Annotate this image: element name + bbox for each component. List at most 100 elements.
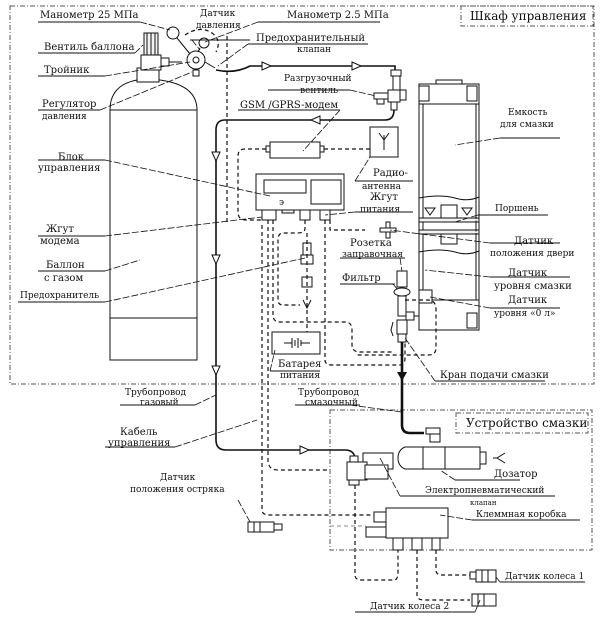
connector-icon (302, 299, 312, 310)
label-filter: Фильтр (342, 273, 381, 284)
lubrication-device-title-box (455, 412, 589, 434)
svg-text:э: э (279, 198, 284, 208)
label-regulator: давления (42, 112, 87, 122)
wheel-sensor-1 (469, 569, 497, 583)
wheel-sensor-2 (471, 593, 497, 607)
modem-cable (237, 148, 266, 221)
battery-icon (284, 338, 310, 348)
label-relief-valve: вентиль (300, 86, 338, 96)
lubrication-device-title: Устройство смазки (466, 416, 587, 430)
control-cable (261, 225, 374, 516)
control-unit: э (255, 173, 345, 221)
label-lube-level-sensor: уровня смазки (494, 281, 572, 292)
gas-pipe-return (215, 109, 395, 461)
label-control-unit: управления (38, 163, 100, 174)
label-switch-point-sensor: положения остряка (130, 485, 225, 495)
label-zero-level-sensor: Датчик (508, 295, 548, 306)
switch-point-sensor (247, 521, 283, 533)
label-ep-valve: клапан (470, 499, 497, 507)
label-wheel-sensor-1: Датчик колеса 1 (505, 572, 584, 582)
label-relief-valve: Разгрузочный (284, 74, 352, 84)
control-cabinet-frame (9, 5, 595, 385)
lube-flow-arrow (397, 372, 407, 381)
control-cabinet-title: Шкаф управления (470, 9, 587, 23)
label-zero-level-sensor: уровня «0 л» (494, 309, 555, 319)
gas-flow-arrow (351, 61, 363, 71)
label-power-harness: Жгут (370, 192, 398, 203)
label-power-harness: питания (360, 205, 400, 215)
gas-flow-arrow (211, 254, 221, 266)
label-manometer-2-5: Манометр 2.5 МПа (287, 10, 389, 21)
valve-control-loop (356, 299, 437, 356)
filter (393, 287, 419, 321)
control-harness (329, 220, 365, 231)
label-radio-antenna: антенна (362, 182, 402, 192)
gas-flow-arrow (211, 151, 221, 163)
label-gas-pipe: Трубопровод (125, 387, 187, 398)
gas-pipe-top (215, 65, 396, 73)
control-harness (324, 220, 406, 366)
gsm-modem-port-right (319, 145, 325, 153)
label-modem-harness: модема (40, 236, 80, 247)
filler-socket (396, 270, 408, 288)
label-radio-antenna: Радио- (373, 168, 408, 179)
ep-valve (346, 452, 394, 486)
label-filler-socket: Розетка (350, 238, 392, 249)
gas-flow-arrow (211, 365, 221, 377)
label-control-unit: Блок (58, 152, 85, 163)
label-cylinder-valve: Вентиль баллона (44, 42, 134, 53)
label-gsm-modem: GSM /GPRS-модем (240, 100, 338, 111)
label-manometer-25: Манометр 25 МПа (40, 10, 139, 21)
label-gas-cylinder: с газом (44, 273, 83, 284)
gas-flow-arrow (261, 61, 273, 71)
label-tank: Емкость (508, 108, 548, 118)
label-dispenser: Дозатор (494, 469, 538, 480)
label-supply-valve: Кран подачи смазки (440, 370, 549, 381)
label-safety-valve: клапан (297, 45, 331, 55)
gas-flow-arrow (309, 115, 321, 125)
label-lube-pipe: смазочный (305, 398, 358, 408)
control-cabinet-title-box (460, 5, 594, 27)
label-door-sensor: Датчик (514, 236, 554, 247)
lubrication-device-frame (329, 409, 593, 551)
control-harness (267, 220, 330, 471)
label-wheel-sensor-2: Датчик колеса 2 (370, 602, 449, 612)
leader-lines (18, 21, 585, 613)
label-door-sensor: положения двери (490, 249, 574, 259)
label-pressure-sensor: давления (196, 21, 241, 31)
label-control-cable: управления (108, 438, 170, 449)
label-terminal-box: Клеммная коробка (476, 509, 567, 520)
door-sensor (379, 221, 397, 239)
label-piston: Поршень (495, 204, 539, 214)
control-harness (277, 220, 306, 306)
label-safety-valve: Предохранительный (256, 33, 365, 44)
label-gas-pipe: газовый (140, 398, 179, 408)
cable-ep-valve (354, 485, 399, 581)
relief-valve (373, 69, 407, 111)
label-lube-level-sensor: Датчик (508, 268, 548, 279)
label-regulator: Регулятор (42, 99, 96, 110)
label-fuse: Предохранитель (20, 291, 99, 301)
battery (271, 331, 321, 355)
gas-cylinder (109, 67, 198, 361)
pressure-regulator (166, 26, 216, 77)
label-control-cable: Кабель (120, 427, 158, 438)
label-battery: питания (280, 371, 320, 381)
cylinder-valve (140, 32, 182, 71)
label-switch-point-sensor: Датчик (160, 473, 196, 483)
label-lube-pipe: Трубопровод (298, 387, 360, 398)
antenna-icon (378, 132, 390, 150)
label-battery: Батарея (278, 359, 321, 370)
label-ep-valve: Электропневматический (425, 486, 544, 496)
gsm-modem-port-left (265, 145, 271, 153)
label-modem-harness: Жгут (46, 224, 74, 235)
lubrication-tank (418, 79, 480, 331)
label-tank: для смазки (500, 120, 554, 130)
gsm-modem (269, 141, 321, 159)
control-harness (272, 220, 392, 353)
gas-flow-arrow (299, 445, 311, 455)
label-gas-cylinder: Баллон (46, 260, 85, 271)
lubrication-pipe (400, 342, 424, 435)
pressure-sensor-outline (184, 28, 219, 53)
